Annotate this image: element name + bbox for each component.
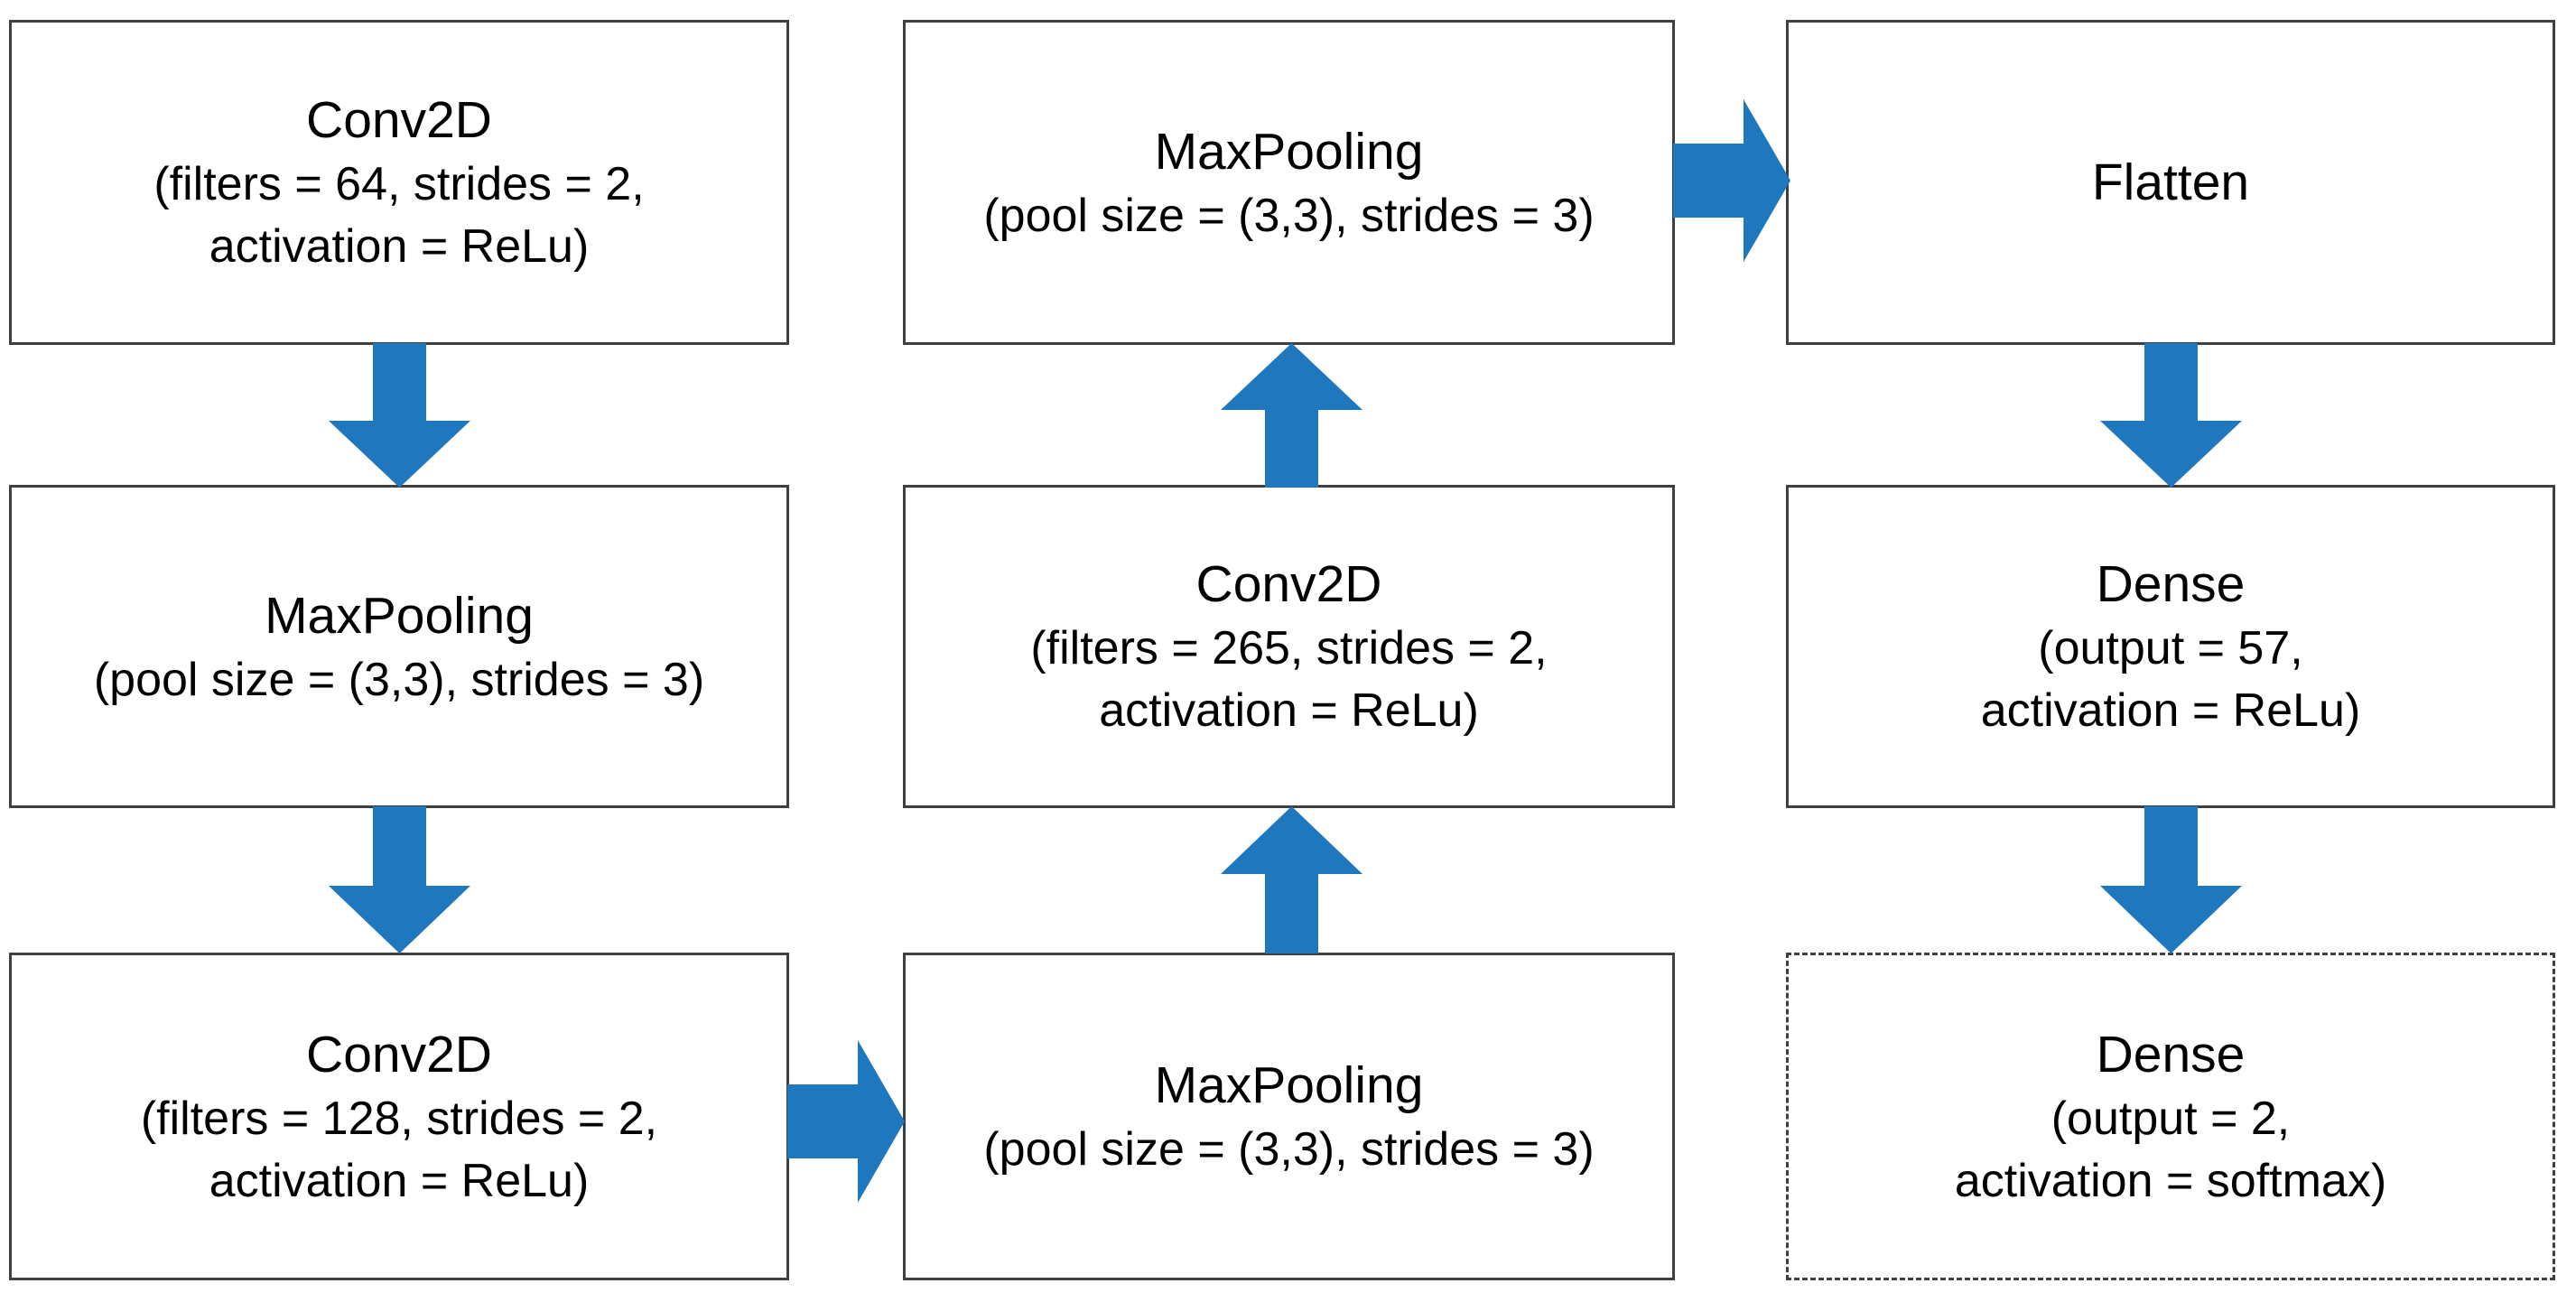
node-line3: activation = ReLu) <box>209 220 590 274</box>
node-conv2d-128[interactable]: Conv2D (filters = 128, strides = 2, acti… <box>9 953 789 1280</box>
node-line2: (output = 2, <box>2051 1092 2291 1145</box>
node-title: Conv2D <box>1195 555 1382 614</box>
node-title: Conv2D <box>306 1025 492 1083</box>
arrow-down-icon <box>2100 343 2242 488</box>
node-line2: (filters = 265, strides = 2, <box>1030 622 1548 675</box>
node-line2: (pool size = (3,3), strides = 3) <box>93 653 705 706</box>
node-conv2d-265[interactable]: Conv2D (filters = 265, strides = 2, acti… <box>903 485 1675 808</box>
node-title: MaxPooling <box>1154 122 1424 181</box>
node-title: Dense <box>2096 1025 2246 1083</box>
arrow-down-icon <box>329 806 470 953</box>
arrow-down-conv64-to-pool1 <box>329 343 470 488</box>
arrow-up-pool3-to-conv265 <box>1221 806 1362 953</box>
arrow-down-icon <box>2100 806 2242 953</box>
arrow-right-icon <box>787 1040 905 1203</box>
node-title: Flatten <box>2091 153 2250 211</box>
node-line2: (filters = 128, strides = 2, <box>140 1092 658 1145</box>
node-line2: (filters = 64, strides = 2, <box>153 158 645 211</box>
node-maxpooling-3[interactable]: MaxPooling (pool size = (3,3), strides =… <box>903 953 1675 1280</box>
node-maxpooling-1[interactable]: MaxPooling (pool size = (3,3), strides =… <box>903 20 1675 345</box>
node-flatten[interactable]: Flatten <box>1786 20 2555 345</box>
arrow-right-pool1-to-flatten <box>1673 99 1790 262</box>
node-title: Dense <box>2096 555 2246 614</box>
node-conv2d-64[interactable]: Conv2D (filters = 64, strides = 2, activ… <box>9 20 789 345</box>
arrow-up-icon <box>1221 806 1362 953</box>
arrow-right-conv128-to-pool3 <box>787 1040 905 1203</box>
node-line2: (pool size = (3,3), strides = 3) <box>983 1123 1595 1176</box>
arrow-down-pool1-to-conv128 <box>329 806 470 953</box>
arrow-right-icon <box>1673 99 1790 262</box>
node-title: MaxPooling <box>1154 1056 1424 1115</box>
arrow-up-icon <box>1221 343 1362 488</box>
arrow-up-conv265-to-pool1 <box>1221 343 1362 488</box>
node-dense-57[interactable]: Dense (output = 57, activation = ReLu) <box>1786 485 2555 808</box>
node-dense-2[interactable]: Dense (output = 2, activation = softmax) <box>1786 953 2555 1280</box>
node-line3: activation = ReLu) <box>1980 684 2361 738</box>
node-maxpooling-2-left[interactable]: MaxPooling (pool size = (3,3), strides =… <box>9 485 789 808</box>
node-line2: (pool size = (3,3), strides = 3) <box>983 189 1595 242</box>
arrow-down-icon <box>329 343 470 488</box>
arrow-down-dense57-to-dense2 <box>2100 806 2242 953</box>
node-title: Conv2D <box>306 91 492 150</box>
node-title: MaxPooling <box>265 586 534 645</box>
arrow-down-flatten-to-dense57 <box>2100 343 2242 488</box>
node-line3: activation = ReLu) <box>209 1154 590 1207</box>
node-line3: activation = ReLu) <box>1099 684 1479 738</box>
node-line2: (output = 57, <box>2038 622 2303 675</box>
node-line3: activation = softmax) <box>1954 1154 2387 1207</box>
